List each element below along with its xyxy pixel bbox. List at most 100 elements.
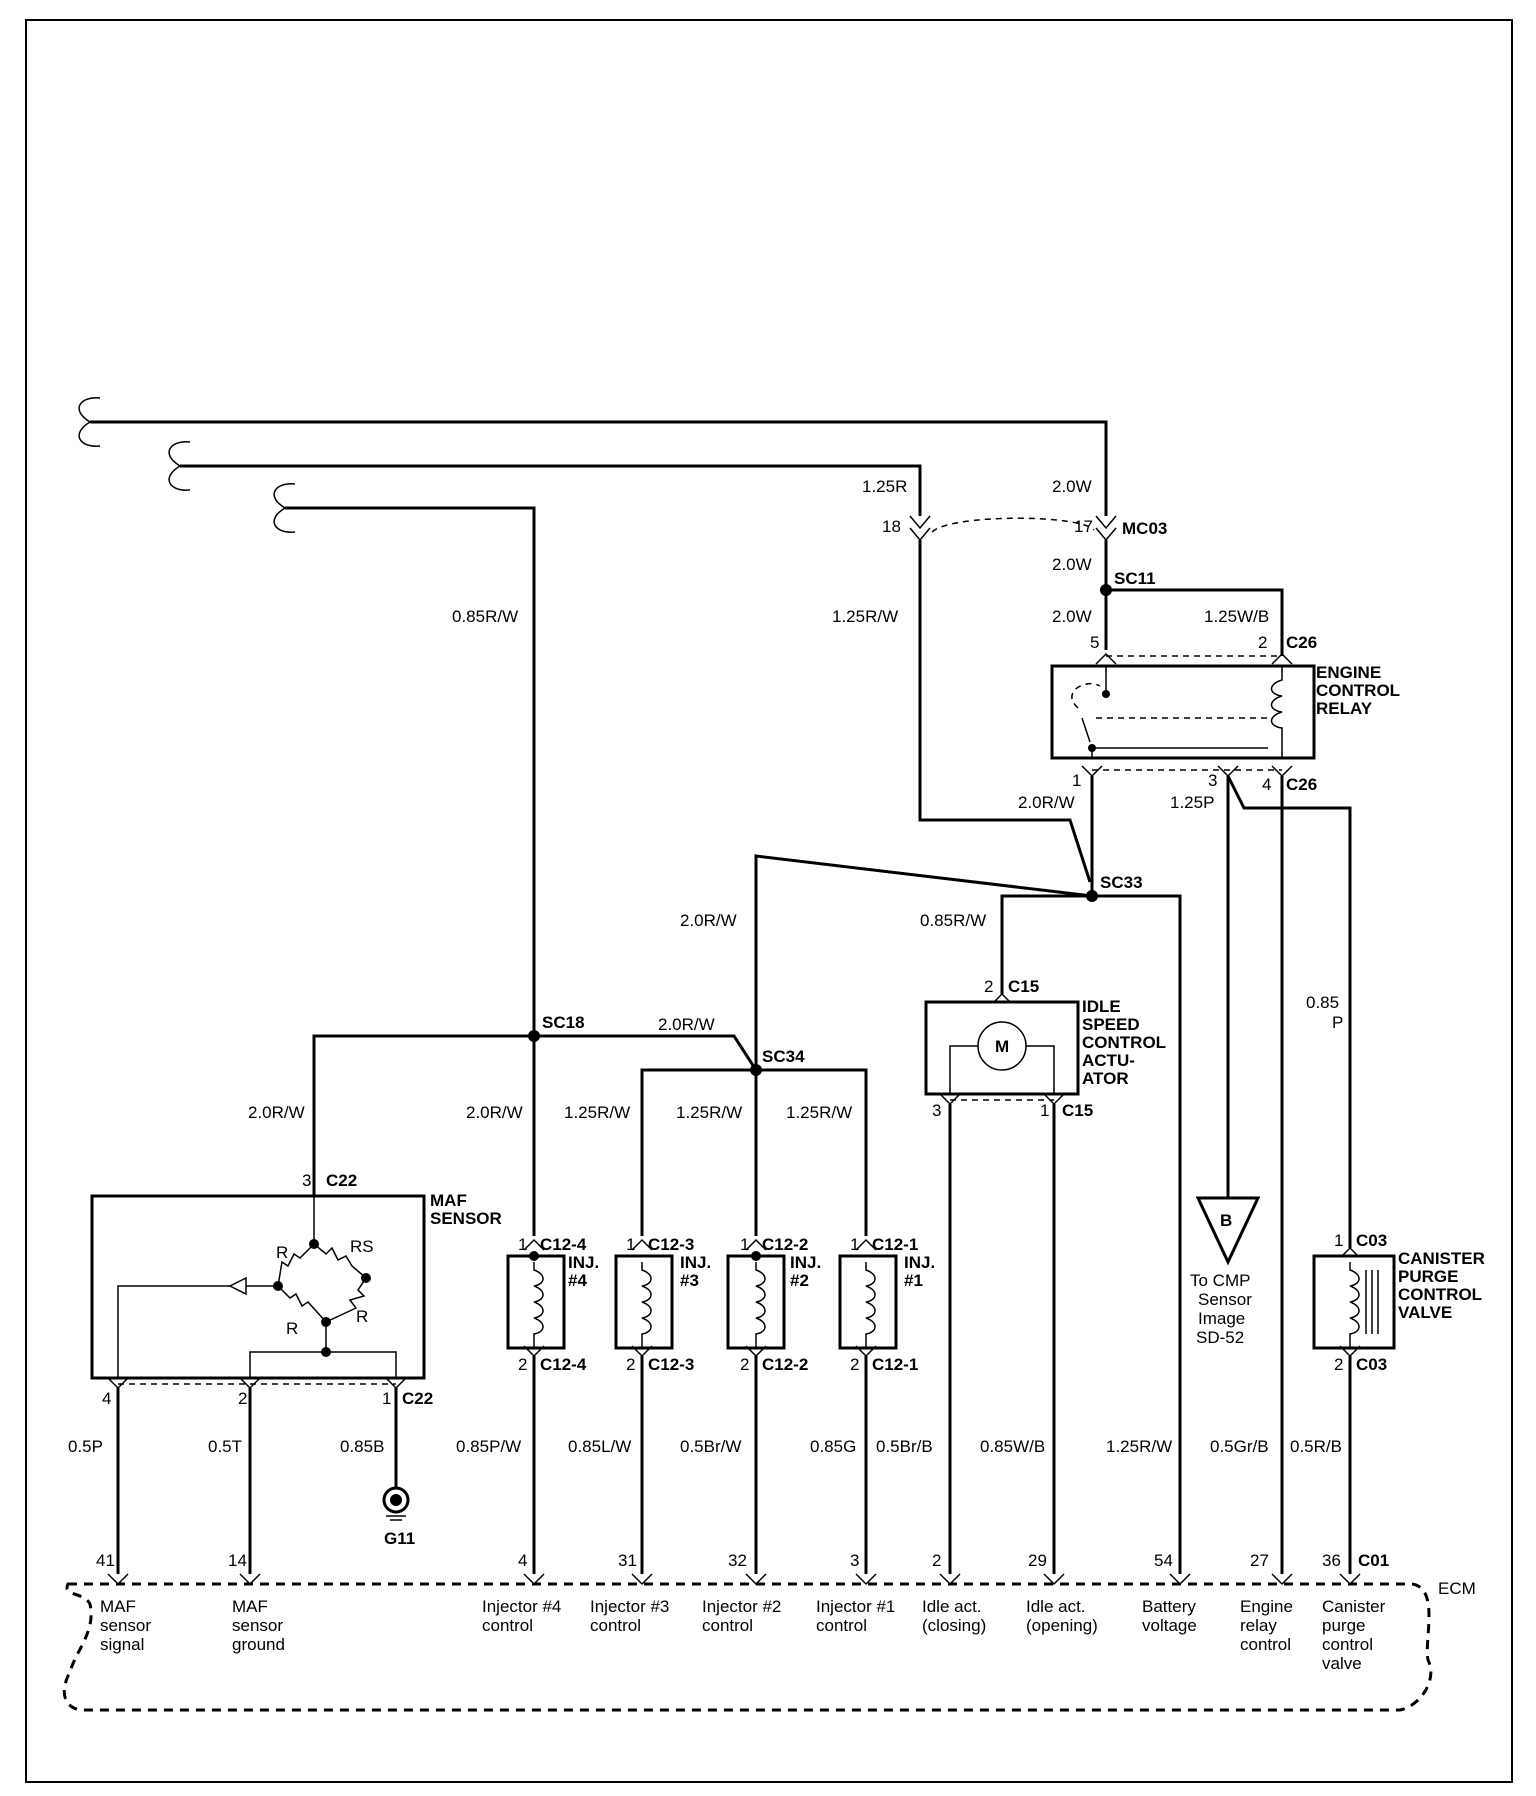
connector-c15-top: C15 [1008, 977, 1039, 996]
connector-c12-3-top: C12-3 [648, 1235, 694, 1254]
pin-relay-5: 5 [1090, 633, 1099, 652]
cmp-note-line-2: Sensor [1198, 1290, 1252, 1309]
connector-c12-4-top: C12-4 [540, 1235, 587, 1254]
splice-sc33-label: SC33 [1100, 873, 1143, 892]
ecm-desc-inj3-1: Injector #3 [590, 1597, 669, 1616]
wire-label-2-0rw-maf: 2.0R/W [248, 1103, 305, 1122]
connector-c22: C22 [326, 1171, 357, 1190]
pin-inj2-2: 2 [740, 1355, 749, 1374]
pin-inj3-1: 1 [626, 1235, 635, 1254]
connector-c03-bottom: C03 [1356, 1355, 1387, 1374]
ecm-desc-inj1-1: Injector #1 [816, 1597, 895, 1616]
relay-output-wires [1090, 775, 1352, 1574]
wire-label-1-25rw-batt: 1.25R/W [1106, 1437, 1172, 1456]
ecm-desc-inj2-2: control [702, 1616, 753, 1635]
pin-relay-2: 2 [1258, 633, 1267, 652]
ground-g11-label: G11 [384, 1529, 415, 1548]
ecm-desc-idle-closing-2: (closing) [922, 1616, 986, 1635]
feed-wires-below-mc03 [918, 540, 1284, 883]
ecm-desc-relay-3: control [1240, 1635, 1291, 1654]
cmp-note-line-3: Image [1198, 1309, 1245, 1328]
wire-label-2-0w-b: 2.0W [1052, 555, 1092, 574]
wire-label-1-25rw-feed: 1.25R/W [832, 607, 898, 626]
wire-label-1-25rw-inj2: 1.25R/W [676, 1103, 742, 1122]
inj1-label-1: INJ. [904, 1253, 935, 1272]
splice-sc11 [1100, 584, 1112, 596]
splice-sc34-label: SC34 [762, 1047, 805, 1066]
connector-c15-bottom: C15 [1062, 1101, 1093, 1120]
wire-label-0-85lw: 0.85L/W [568, 1437, 631, 1456]
connector-c12-1-top: C12-1 [872, 1235, 918, 1254]
maf-bridge-r1: R [276, 1243, 288, 1262]
ecm-pin-4: 4 [518, 1551, 527, 1570]
pin-relay-1: 1 [1072, 771, 1081, 790]
ecm-desc-maf-ground-1: MAF [232, 1597, 268, 1616]
pin-inj1-1: 1 [850, 1235, 859, 1254]
wire-label-0-85wb: 0.85W/B [980, 1437, 1045, 1456]
wire-label-0-85rw-isca: 0.85R/W [920, 911, 986, 930]
top-feed-wires [78, 397, 1108, 1030]
offpage-b-symbol: B [1220, 1211, 1232, 1230]
wire-label-0-5brw: 0.5Br/W [680, 1437, 741, 1456]
ecm-desc-canister-2: purge [1322, 1616, 1365, 1635]
pin-maf-1: 1 [382, 1389, 391, 1408]
relay-label-line-2: CONTROL [1316, 681, 1400, 700]
cmp-note-line-1: To CMP [1190, 1271, 1250, 1290]
pin-cpcv-2: 2 [1334, 1355, 1343, 1374]
ecm-pin-54: 54 [1154, 1551, 1173, 1570]
wire-label-1-25wb: 1.25W/B [1204, 607, 1269, 626]
connector-c12-4-bottom: C12-4 [540, 1355, 587, 1374]
connector-c03-top: C03 [1356, 1231, 1387, 1250]
pin-maf-3: 3 [302, 1171, 311, 1190]
ecm-pin-36: 36 [1322, 1551, 1341, 1570]
ecm-desc-maf-signal-2: sensor [100, 1616, 151, 1635]
pin-inj3-2: 2 [626, 1355, 635, 1374]
wire-label-2-0rw-sc34: 2.0R/W [680, 911, 737, 930]
cpcv-label-line-2: PURGE [1398, 1267, 1458, 1286]
wire-label-0-85rw-long: 0.85R/W [452, 607, 518, 626]
isca-label-line-1: IDLE [1082, 997, 1121, 1016]
ecm-desc-relay-2: relay [1240, 1616, 1277, 1635]
maf-sensor [90, 1194, 426, 1574]
splice-sc34 [750, 1064, 762, 1076]
engine-control-relay [1050, 652, 1316, 778]
pin-cpcv-1: 1 [1334, 1231, 1343, 1250]
wire-label-0-85p-a: 0.85 [1306, 993, 1339, 1012]
ecm-desc-maf-ground-3: ground [232, 1635, 285, 1654]
isca-motor-label: M [995, 1037, 1009, 1056]
splice-sc33 [1086, 890, 1098, 902]
ecm-desc-idle-opening-2: (opening) [1026, 1616, 1098, 1635]
wire-label-1-25r: 1.25R [862, 477, 907, 496]
canister-purge-control-valve [1312, 1236, 1396, 1574]
ecm-desc-inj4-1: Injector #4 [482, 1597, 561, 1616]
idle-speed-control-actuator [924, 992, 1080, 1574]
ecm-desc-relay-1: Engine [1240, 1597, 1293, 1616]
wire-label-2-0w-c: 2.0W [1052, 607, 1092, 626]
ecm-desc-battery-2: voltage [1142, 1616, 1197, 1635]
inj1-label-2: #1 [904, 1271, 923, 1290]
pin-mc03-18: 18 [882, 517, 901, 536]
connector-c01: C01 [1358, 1551, 1389, 1570]
sc33-wires [754, 854, 1182, 1574]
ecm-desc-inj3-2: control [590, 1616, 641, 1635]
connector-c12-2-bottom: C12-2 [762, 1355, 808, 1374]
diagram-frame [25, 19, 1513, 1783]
ecm-desc-inj2-1: Injector #2 [702, 1597, 781, 1616]
pin-inj2-1: 1 [740, 1235, 749, 1254]
ecm-pin-31: 31 [618, 1551, 637, 1570]
ecm-desc-maf-ground-2: sensor [232, 1616, 283, 1635]
inj4-label-1: INJ. [568, 1253, 599, 1272]
connector-mc03: MC03 [1122, 519, 1167, 538]
ecm-terminal-descriptions: MAF sensor signal MAF sensor ground Inje… [100, 1597, 1386, 1673]
ecm-pin-2: 2 [932, 1551, 941, 1570]
ecm-desc-idle-opening-1: Idle act. [1026, 1597, 1086, 1616]
injector-3 [614, 1238, 674, 1574]
inj3-label-2: #3 [680, 1271, 699, 1290]
cpcv-label-line-4: VALVE [1398, 1303, 1452, 1322]
relay-label-line-3: RELAY [1316, 699, 1373, 718]
isca-label-line-3: CONTROL [1082, 1033, 1166, 1052]
pin-isca-1: 1 [1040, 1101, 1049, 1120]
injector-2 [726, 1238, 786, 1574]
splice-sc18-label: SC18 [542, 1013, 585, 1032]
